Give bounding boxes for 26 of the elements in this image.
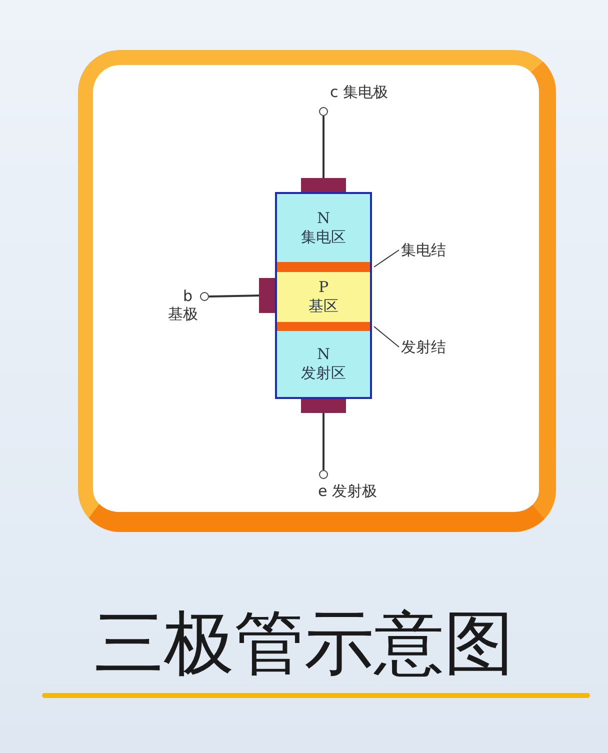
region-name: 集电区 [301, 228, 346, 247]
leader-line [374, 250, 400, 268]
contact-pad [259, 278, 275, 313]
lead-wire [322, 116, 324, 178]
contact-pad [301, 178, 346, 192]
terminal-label: c 集电极 [330, 83, 388, 101]
junction-label: 发射结 [401, 338, 446, 356]
junction-strip [275, 322, 372, 331]
junction-label: 集电结 [401, 241, 446, 259]
region-letter: P [318, 278, 329, 297]
leader-line [374, 326, 400, 348]
region-name: 基区 [308, 297, 338, 316]
region-box [275, 331, 372, 399]
terminal-label: 基极 [168, 305, 198, 323]
junction-strip [275, 262, 372, 272]
region-letter: N [316, 209, 330, 228]
lead-wire [322, 413, 324, 470]
region-box [275, 192, 372, 262]
region-name: 发射区 [301, 364, 346, 383]
lead-wire [208, 294, 260, 298]
terminal-label: e 发射极 [318, 482, 377, 500]
region-letter: N [316, 345, 330, 364]
title: 三极管示意图 [93, 601, 515, 686]
terminal-label: b [183, 287, 193, 305]
region-box [275, 272, 372, 322]
contact-pad [301, 399, 346, 413]
